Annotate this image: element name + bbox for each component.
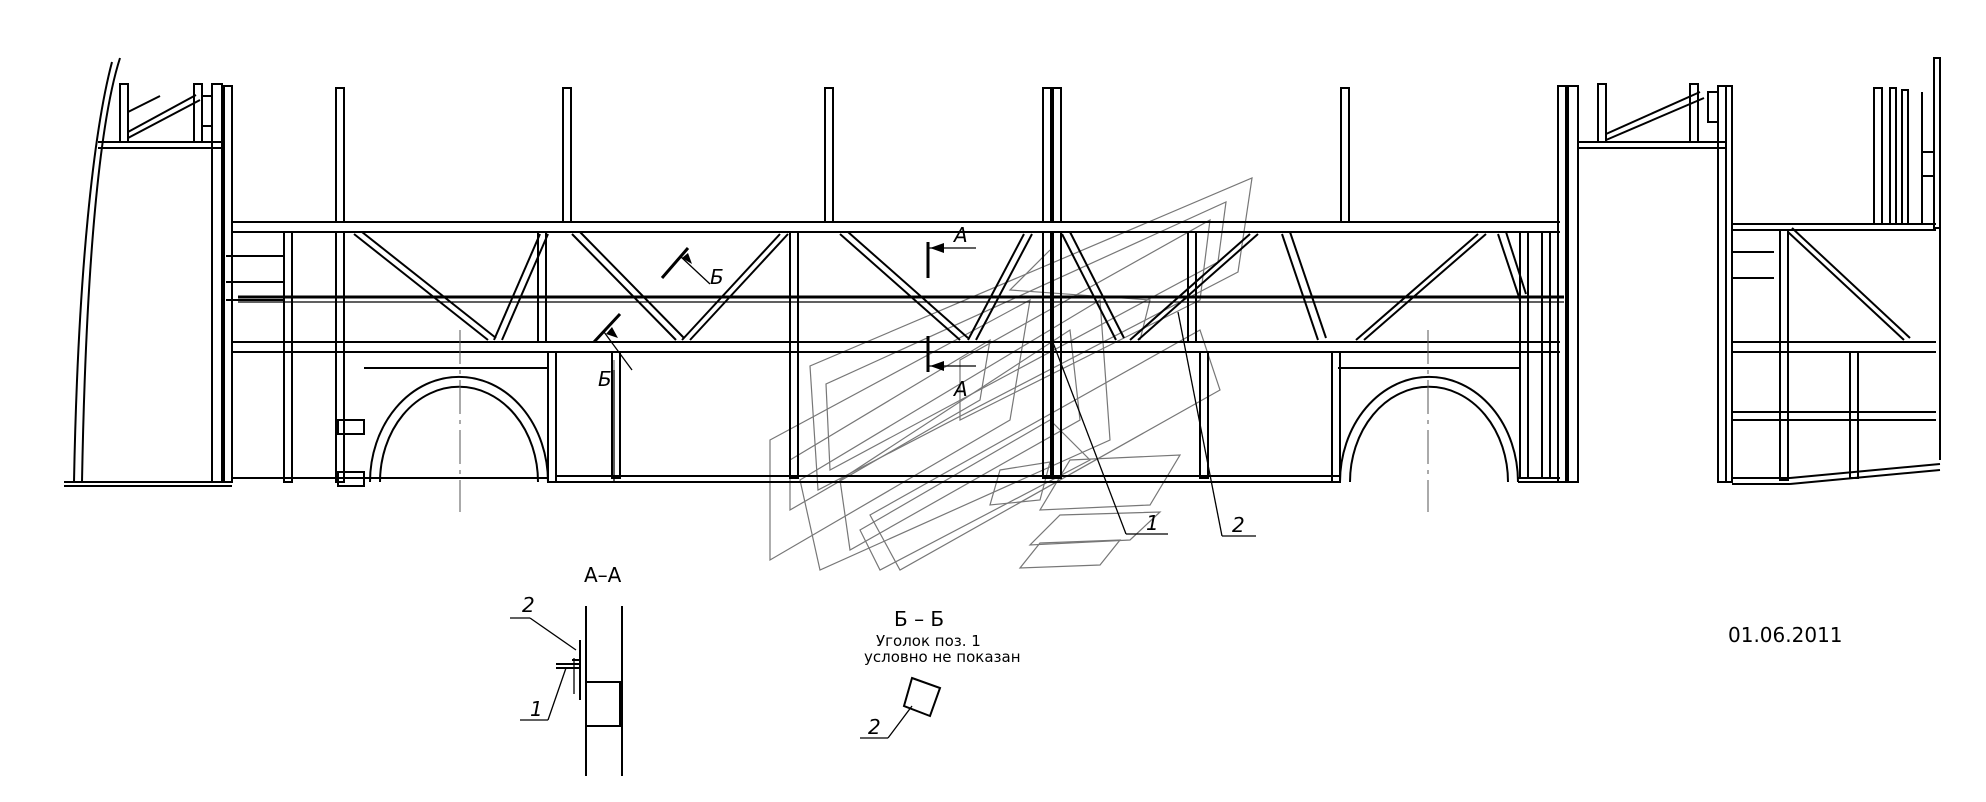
left-end-frame xyxy=(64,57,365,487)
cut-label-a-top: А xyxy=(952,223,968,247)
cut-marker-a-top: А xyxy=(926,223,976,278)
position-label-1: 1 xyxy=(1146,511,1159,535)
drawing-date: 01.06.2011 xyxy=(1728,623,1843,647)
cut-marker-b-top: Б xyxy=(660,247,724,289)
truss-diagonals xyxy=(353,231,1527,341)
truss-chords xyxy=(226,221,1564,483)
position-leader-1: 1 xyxy=(1051,339,1168,535)
section-aa-view: А–А 2 1 xyxy=(510,563,623,776)
section-bb-note-line2: условно не показан xyxy=(864,648,1021,666)
section-bb-view: Б – Б Уголок поз. 1 условно не показан 2 xyxy=(860,607,1021,739)
lower-frame xyxy=(232,351,1560,483)
section-bb-note-line1: Уголок поз. 1 xyxy=(876,632,981,650)
section-aa-position-1: 1 xyxy=(530,697,543,721)
position-leader-2: 2 xyxy=(1177,311,1256,537)
section-bb-position-2: 2 xyxy=(868,715,881,739)
section-aa-title: А–А xyxy=(584,563,622,587)
position-label-2: 2 xyxy=(1232,513,1245,537)
cut-label-b-bottom: Б xyxy=(598,367,612,391)
cut-label-b-top: Б xyxy=(710,265,724,289)
watermark-logo xyxy=(769,177,1253,571)
vertical-posts xyxy=(335,87,1551,483)
cut-label-a-bottom: А xyxy=(952,377,968,401)
right-end-frame xyxy=(1557,57,1941,485)
section-bb-title: Б – Б xyxy=(894,607,944,631)
cut-marker-b-bottom: Б xyxy=(592,312,633,482)
cut-marker-a-bottom: А xyxy=(926,336,976,401)
section-aa-position-2: 2 xyxy=(522,593,535,617)
